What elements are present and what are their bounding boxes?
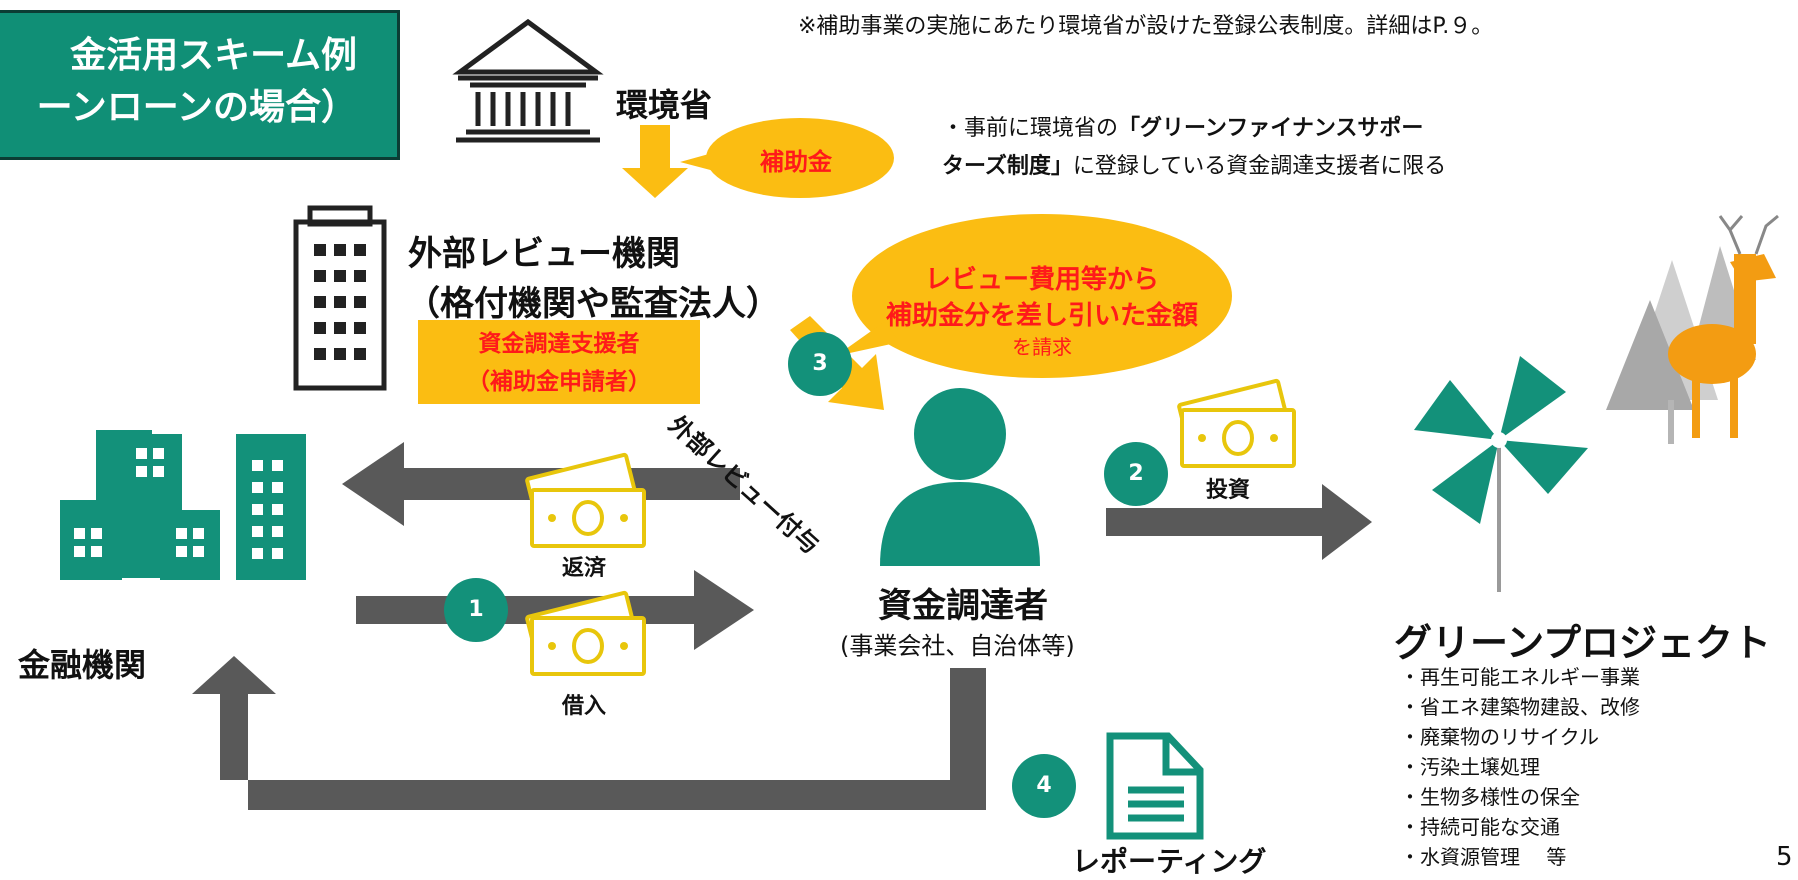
money-icon-borrow xyxy=(525,590,646,676)
title-box: 金活用スキーム例 ーンローンの場合） xyxy=(0,10,400,160)
project-item: ・再生可能エネルギー事業 xyxy=(1400,665,1640,689)
page-number: 5 xyxy=(1776,842,1793,872)
project-title: グリーンプロジェクト xyxy=(1394,621,1771,665)
review-bubble-text: レビュー費用等から 補助金分を差し引いた金額 を請求 xyxy=(852,262,1232,360)
step-2-badge: 2 xyxy=(1104,442,1168,506)
report-document-icon xyxy=(1106,732,1204,840)
reviewer-title: 外部レビュー機関 xyxy=(408,234,680,274)
reviewer-role-line-2: （補助金申請者） xyxy=(467,369,651,395)
step-1-badge: 1 xyxy=(444,578,508,642)
review-bubble-line-1: レビュー費用等から xyxy=(924,265,1159,295)
review-bubble-line-3: を請求 xyxy=(1012,335,1072,359)
ministry-label: 環境省 xyxy=(616,86,713,124)
bank-buildings-icon xyxy=(60,430,306,580)
project-item: ・生物多様性の保全 xyxy=(1400,785,1580,809)
borrow-label: 借入 xyxy=(562,694,607,719)
reviewer-role-box: 資金調達支援者 （補助金申請者） xyxy=(418,320,700,404)
ministry-note-bold-2: ターズ制度」 xyxy=(942,154,1073,179)
ministry-note-prefix: ・事前に環境省の xyxy=(942,116,1119,141)
title-line-2: ーンローンの場合） xyxy=(36,87,357,128)
bank-label: 金融機関 xyxy=(18,646,147,684)
forest-deer-illustration xyxy=(1606,214,1779,444)
review-bubble-line-2: 補助金分を差し引いた金額 xyxy=(885,301,1198,331)
reviewer-subtitle: （格付機関や監査法人） xyxy=(406,284,780,324)
project-item: ・水資源管理 等 xyxy=(1400,845,1567,869)
reviewer-role-line-1: 資金調達支援者 xyxy=(478,331,640,357)
ministry-note-suffix: に登録している資金調達支援者に限る xyxy=(1072,154,1447,179)
project-item: ・省エネ建築物建設、改修 xyxy=(1400,695,1640,719)
project-list: ・再生可能エネルギー事業 ・省エネ建築物建設、改修 ・廃棄物のリサイクル ・汚染… xyxy=(1400,662,1640,872)
ministry-note: ・事前に環境省の「グリーンファイナンスサポー ターズ制度」に登録している資金調達… xyxy=(942,110,1446,186)
subsidy-bubble xyxy=(680,118,894,198)
step-4-badge: 4 xyxy=(1012,754,1076,818)
subsidy-down-arrow xyxy=(622,125,688,198)
review-cost-bubble xyxy=(836,214,1232,378)
reporting-arrow xyxy=(192,656,986,810)
invest-label: 投資 xyxy=(1206,478,1251,503)
reporting-label: レポーティング xyxy=(1072,845,1267,878)
subsidy-bubble-label: 補助金 xyxy=(760,148,832,176)
title-line-1: 金活用スキーム例 xyxy=(70,35,357,76)
project-item: ・汚染土壌処理 xyxy=(1400,755,1540,779)
borrower-person-icon xyxy=(880,388,1040,566)
repay-label: 返済 xyxy=(562,556,607,581)
project-item: ・持続可能な交通 xyxy=(1400,815,1560,839)
money-icon-repay xyxy=(525,452,646,548)
borrower-sub-label: (事業会社、自治体等) xyxy=(840,632,1075,660)
ministry-note-bold-1: 「グリーンファイナンスサポー xyxy=(1118,116,1424,141)
step-3-badge: 3 xyxy=(788,332,852,396)
invest-arrow xyxy=(1106,484,1372,560)
pinwheel-icon xyxy=(1414,356,1588,592)
project-item: ・廃棄物のリサイクル xyxy=(1400,725,1599,749)
header-note: ※補助事業の実施にあたり環境省が設けた登録公表制度。詳細はP.９。 xyxy=(798,14,1494,39)
money-icon-invest xyxy=(1177,378,1296,468)
office-building-icon xyxy=(293,205,387,391)
ministry-building-icon xyxy=(452,18,604,143)
borrower-label: 資金調達者 xyxy=(878,586,1048,626)
